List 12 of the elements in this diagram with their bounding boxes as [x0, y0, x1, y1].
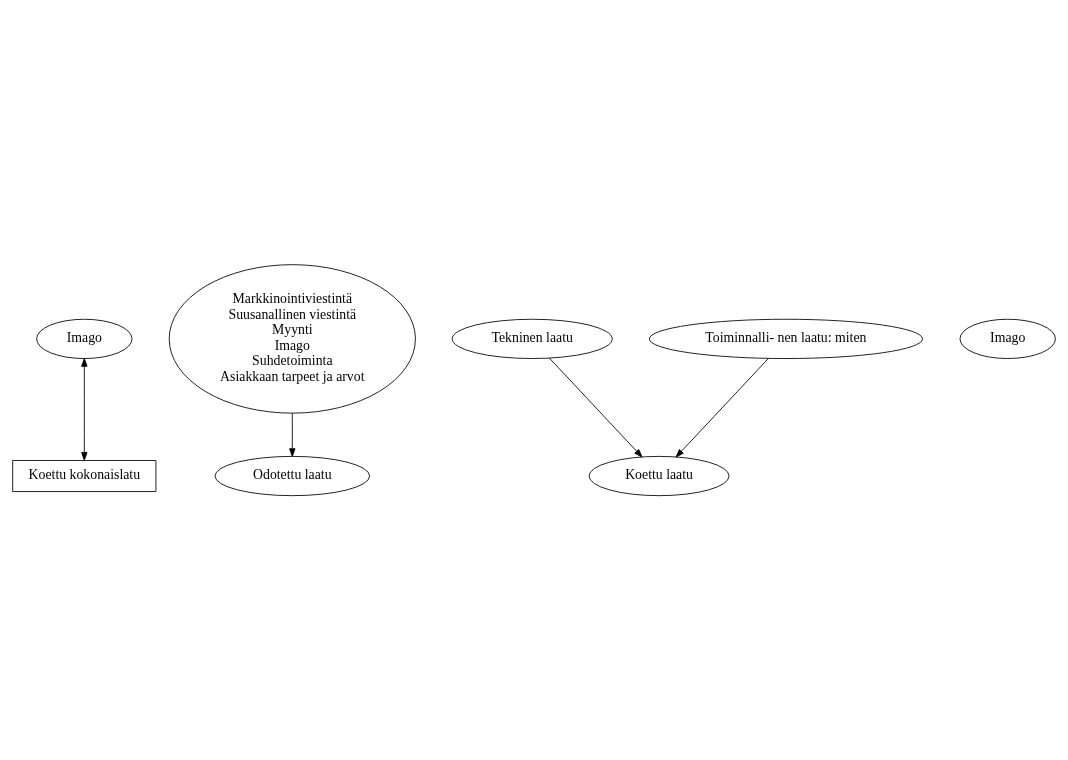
node-ellipse: Imago — [36, 318, 133, 359]
arrow — [289, 412, 296, 457]
node-ellipse: Markkinointiviestintä Suusanallinen viestintä Myynti Imago Suhdetoiminta Asiakkaan tarpeet ja arvot — [168, 264, 416, 414]
node-ellipse: Odotettu laatu — [214, 455, 371, 497]
node-ellipse: Tekninen laatu — [451, 318, 613, 359]
node-ellipse: Toiminnalli- nen laatu: miten — [648, 318, 923, 359]
arrow — [548, 357, 643, 458]
arrow — [81, 358, 88, 461]
node-ellipse: Koettu laatu — [588, 455, 730, 497]
node-ellipse: Imago — [959, 318, 1056, 359]
node-box: Koettu kokonaislatu — [12, 460, 157, 492]
arrow — [675, 357, 769, 458]
